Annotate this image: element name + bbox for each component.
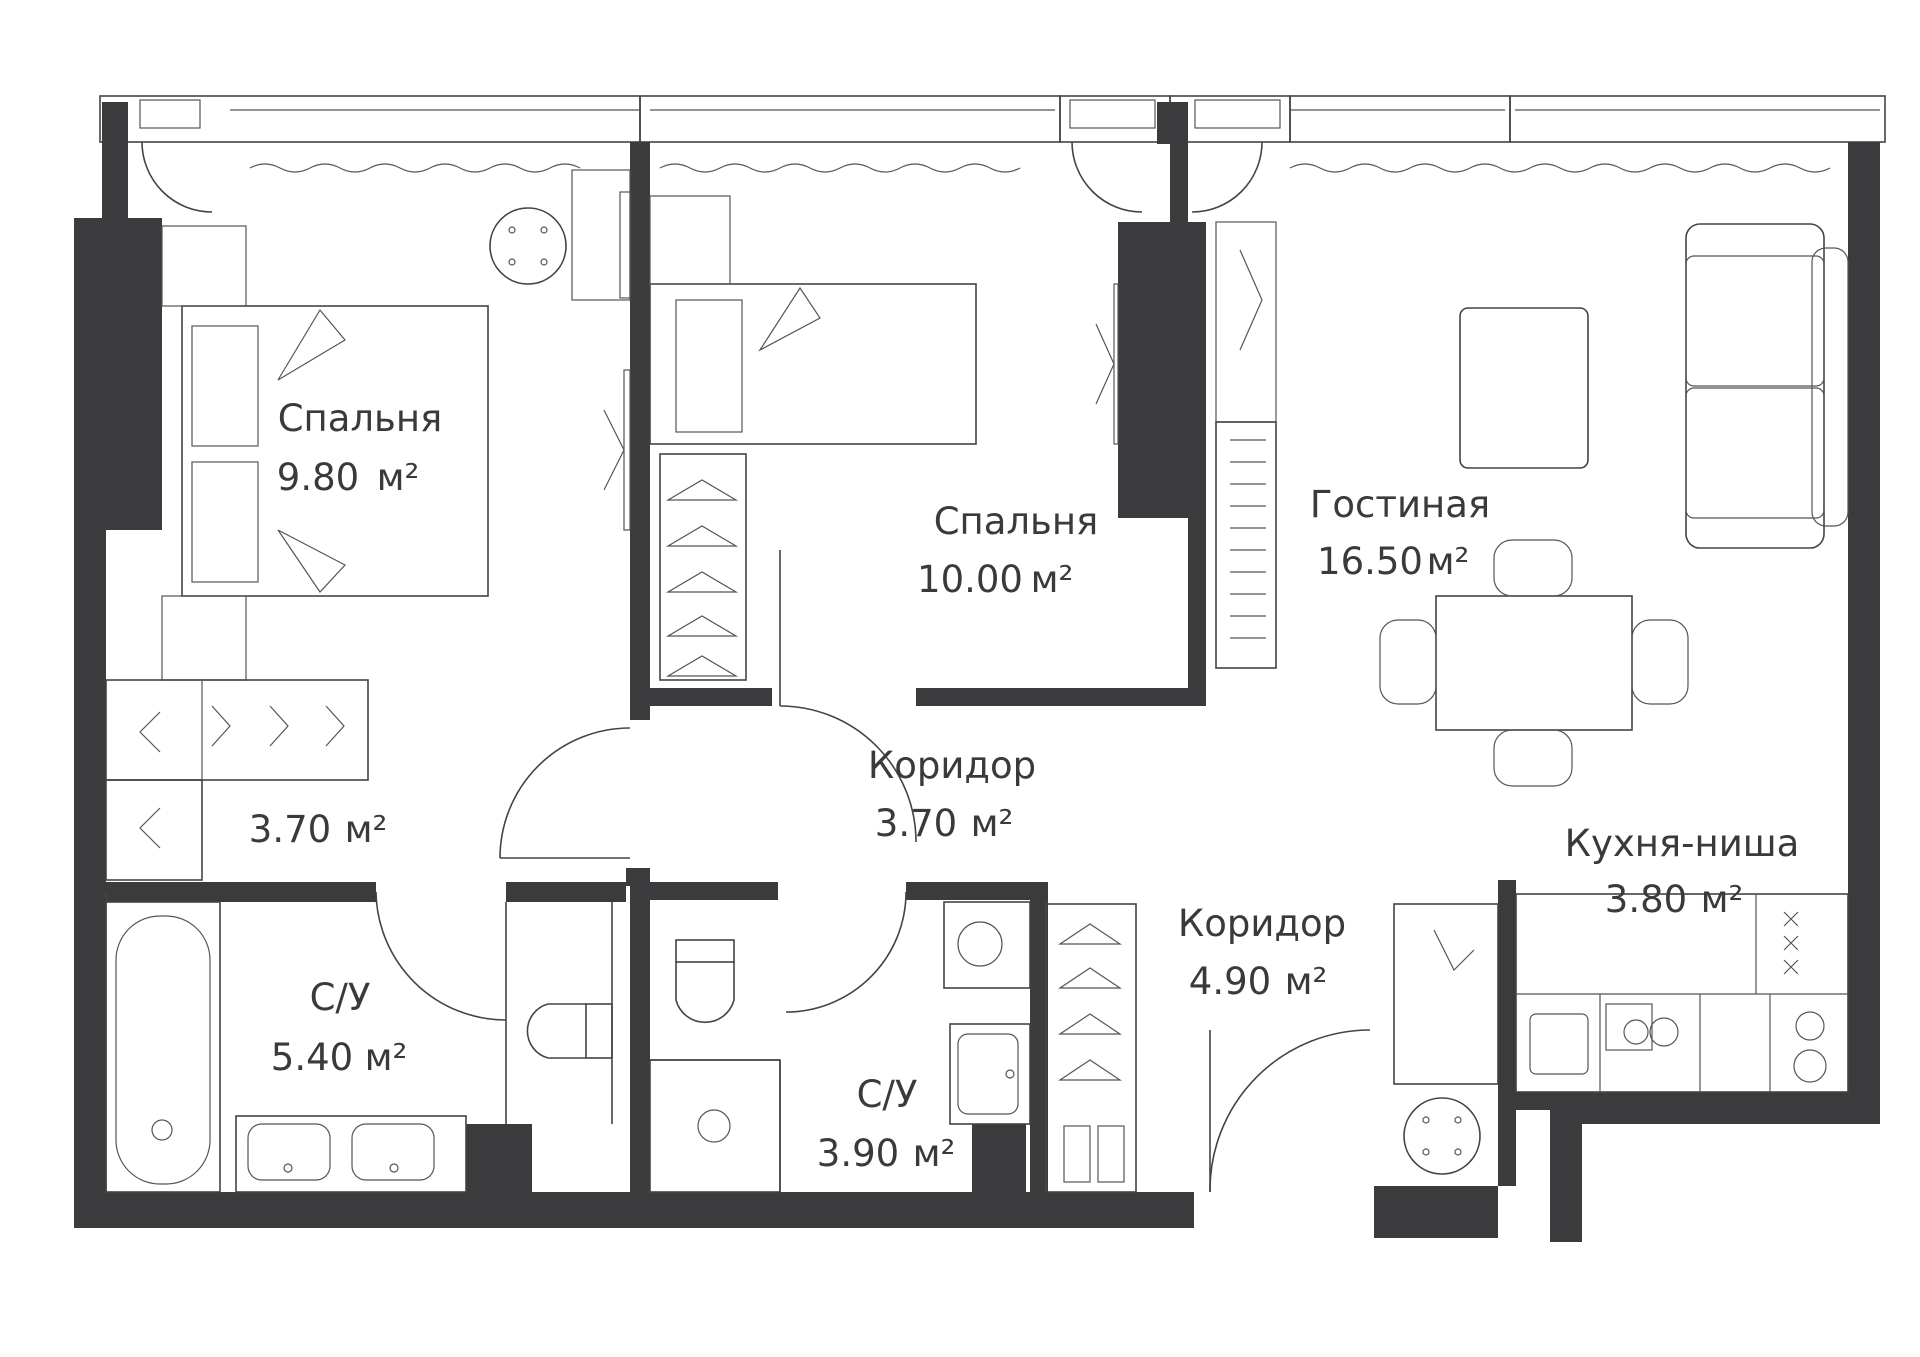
double-sink	[235, 1115, 467, 1193]
room-area-bathroom-1: 5.40	[271, 1036, 353, 1079]
round-table	[489, 207, 567, 285]
left-outer-wall	[74, 102, 162, 1228]
room-unit-bathroom-1: м²	[365, 1036, 408, 1079]
room-area-living: 16.50	[1317, 540, 1423, 583]
bed-double	[181, 305, 489, 597]
room-area-bathroom-2: 3.90	[817, 1132, 899, 1175]
room-unit-wardrobe: м²	[345, 808, 388, 851]
walls	[74, 102, 1880, 1242]
room-area-bedroom-1: 9.80	[277, 456, 359, 499]
room-area-kitchen: 3.80	[1605, 878, 1687, 921]
bed-single	[649, 283, 977, 445]
room-unit-kitchen: м²	[1701, 878, 1744, 921]
room-area-corridor-1: 3.70	[875, 802, 957, 845]
room-name-bedroom-2: Спальня	[934, 500, 1099, 543]
room-unit-corridor-2: м²	[1285, 960, 1328, 1003]
wardrobe-hangers-2	[659, 453, 747, 681]
shelf-stack	[1230, 439, 1266, 639]
doors	[141, 141, 1371, 1193]
room-unit-bathroom-2: м²	[913, 1132, 956, 1175]
toilet-2	[675, 939, 735, 1024]
dining-table	[1379, 539, 1689, 787]
shower	[649, 1059, 781, 1193]
bathtub	[105, 901, 221, 1193]
bottom-outer-wall	[74, 1192, 1194, 1228]
sink-2	[949, 1023, 1031, 1125]
room-name-corridor-1: Коридор	[868, 744, 1036, 787]
room-area-corridor-2: 4.90	[1189, 960, 1271, 1003]
room-unit-bedroom-2: м²	[1031, 558, 1074, 601]
kitchen-counter	[1515, 893, 1849, 1093]
windows	[99, 95, 1886, 143]
wardrobe-hangers-3	[1045, 903, 1137, 1193]
partitions	[105, 892, 1047, 1192]
room-area-bedroom-2: 10.00	[917, 558, 1023, 601]
room-unit-living: м²	[1427, 540, 1470, 583]
toilet-1	[526, 1003, 613, 1059]
room-name-living: Гостиная	[1310, 483, 1490, 526]
room-name-bathroom-1: С/У	[310, 976, 371, 1019]
room-name-corridor-2: Коридор	[1178, 902, 1346, 945]
room-name-bathroom-2: С/У	[857, 1073, 918, 1116]
room-name-kitchen: Кухня-ниша	[1565, 822, 1800, 865]
wardrobe-hangers-1	[105, 679, 369, 881]
room-unit-bedroom-1: м²	[377, 456, 420, 499]
sofa	[1685, 223, 1849, 549]
center-wall	[630, 142, 650, 720]
room-area-wardrobe: 3.70	[249, 808, 331, 851]
room-unit-corridor-1: м²	[971, 802, 1014, 845]
washing-machine	[943, 901, 1031, 989]
curtains	[249, 163, 1831, 173]
room-name-bedroom-1: Спальня	[278, 397, 443, 440]
